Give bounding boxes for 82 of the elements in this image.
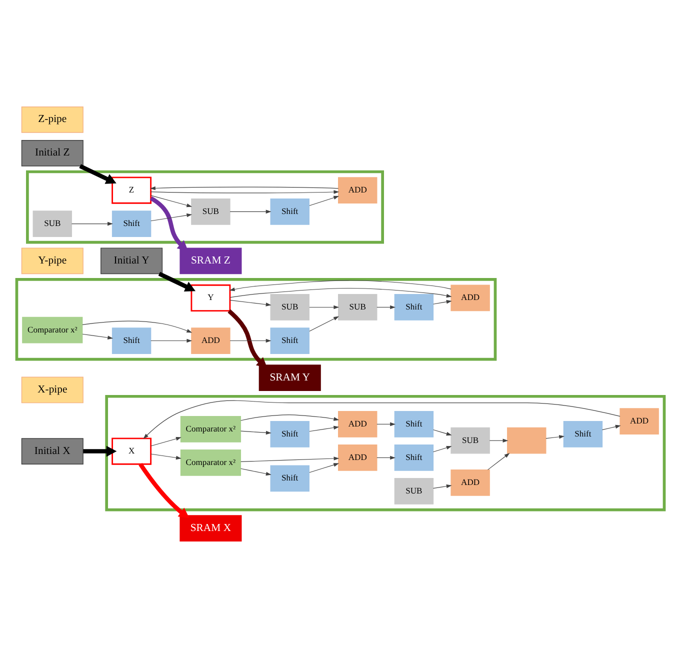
node-box: Comparator x² xyxy=(180,416,242,442)
arrow xyxy=(240,414,340,421)
arrow xyxy=(309,426,340,432)
arrow xyxy=(150,195,192,208)
node-box: SUB xyxy=(32,210,72,237)
node-box: ADD xyxy=(338,411,378,438)
arrow xyxy=(228,309,268,368)
arrow xyxy=(376,422,396,426)
arrow xyxy=(240,430,272,435)
arrow xyxy=(143,400,620,439)
node-box: Y-pipe xyxy=(21,248,84,274)
arrow xyxy=(138,462,190,518)
node-box: X-pipe xyxy=(21,376,84,404)
node-box: Initial Y xyxy=(100,248,163,274)
arrow xyxy=(432,300,452,304)
node-box: Shift xyxy=(112,328,152,354)
arrow xyxy=(82,320,192,333)
arrow xyxy=(602,424,621,430)
arrow xyxy=(150,454,182,460)
node-box: Shift xyxy=(394,294,434,320)
node-box: SUB xyxy=(394,478,434,504)
node-box: ADD xyxy=(338,177,378,204)
arrow xyxy=(71,222,113,226)
node-box: Shift xyxy=(394,411,434,438)
arrow xyxy=(432,484,452,489)
arrow xyxy=(489,438,508,442)
node-box: Z xyxy=(112,176,152,204)
arrow xyxy=(432,429,452,436)
node-box: X xyxy=(112,438,152,465)
arrow xyxy=(432,446,452,452)
arrow xyxy=(309,316,340,332)
node-box: ADD xyxy=(338,444,378,471)
node-box: SRAM X xyxy=(180,515,242,542)
arrow xyxy=(230,210,272,214)
arrow xyxy=(376,456,396,460)
arrow xyxy=(309,196,340,206)
node-box: Shift xyxy=(563,420,603,448)
arrow xyxy=(150,213,192,222)
node-box: SUB xyxy=(338,294,378,320)
arrow xyxy=(230,338,272,343)
arrow xyxy=(150,190,340,194)
node-box: SUB xyxy=(191,198,230,225)
node-box: Shift xyxy=(270,465,310,492)
arrow xyxy=(82,334,114,340)
arrow xyxy=(309,305,340,310)
node-box: Shift xyxy=(270,420,310,448)
arrow xyxy=(83,446,117,457)
arrow xyxy=(240,456,340,462)
node-box: Shift xyxy=(394,444,434,471)
arrow xyxy=(150,186,339,190)
node-box: SUB xyxy=(450,427,490,454)
node-box: Comparator x² xyxy=(22,316,83,344)
cluster xyxy=(26,170,384,244)
arrow xyxy=(230,300,272,306)
node-box: Shift xyxy=(112,210,152,237)
arrow xyxy=(240,468,272,476)
node-box: Initial X xyxy=(21,438,84,464)
node-box: ADD xyxy=(191,328,230,354)
arrow xyxy=(487,453,510,470)
arrow xyxy=(150,196,188,251)
arrow xyxy=(79,164,116,184)
node-box: ADD xyxy=(450,469,490,496)
arrow xyxy=(158,272,196,292)
node-box: SRAM Z xyxy=(180,248,242,274)
arrow xyxy=(229,280,452,292)
node-box: Z-pipe xyxy=(21,106,84,133)
node-box: ADD xyxy=(450,284,490,312)
node-box: SUB xyxy=(270,294,310,320)
arrow xyxy=(309,463,340,473)
arrow xyxy=(230,288,452,298)
node-box: Y xyxy=(190,284,231,312)
node-box: ADD xyxy=(620,408,659,435)
arrow xyxy=(546,434,565,439)
node-box: Initial Z xyxy=(21,140,84,166)
node-box xyxy=(507,427,546,454)
arrow xyxy=(150,338,192,343)
arrow xyxy=(150,436,182,446)
arrow xyxy=(376,305,396,310)
node-box: Shift xyxy=(270,198,310,225)
node-box: Shift xyxy=(270,328,310,354)
node-box: SRAM Y xyxy=(258,364,321,392)
node-box: Comparator x² xyxy=(180,450,242,476)
